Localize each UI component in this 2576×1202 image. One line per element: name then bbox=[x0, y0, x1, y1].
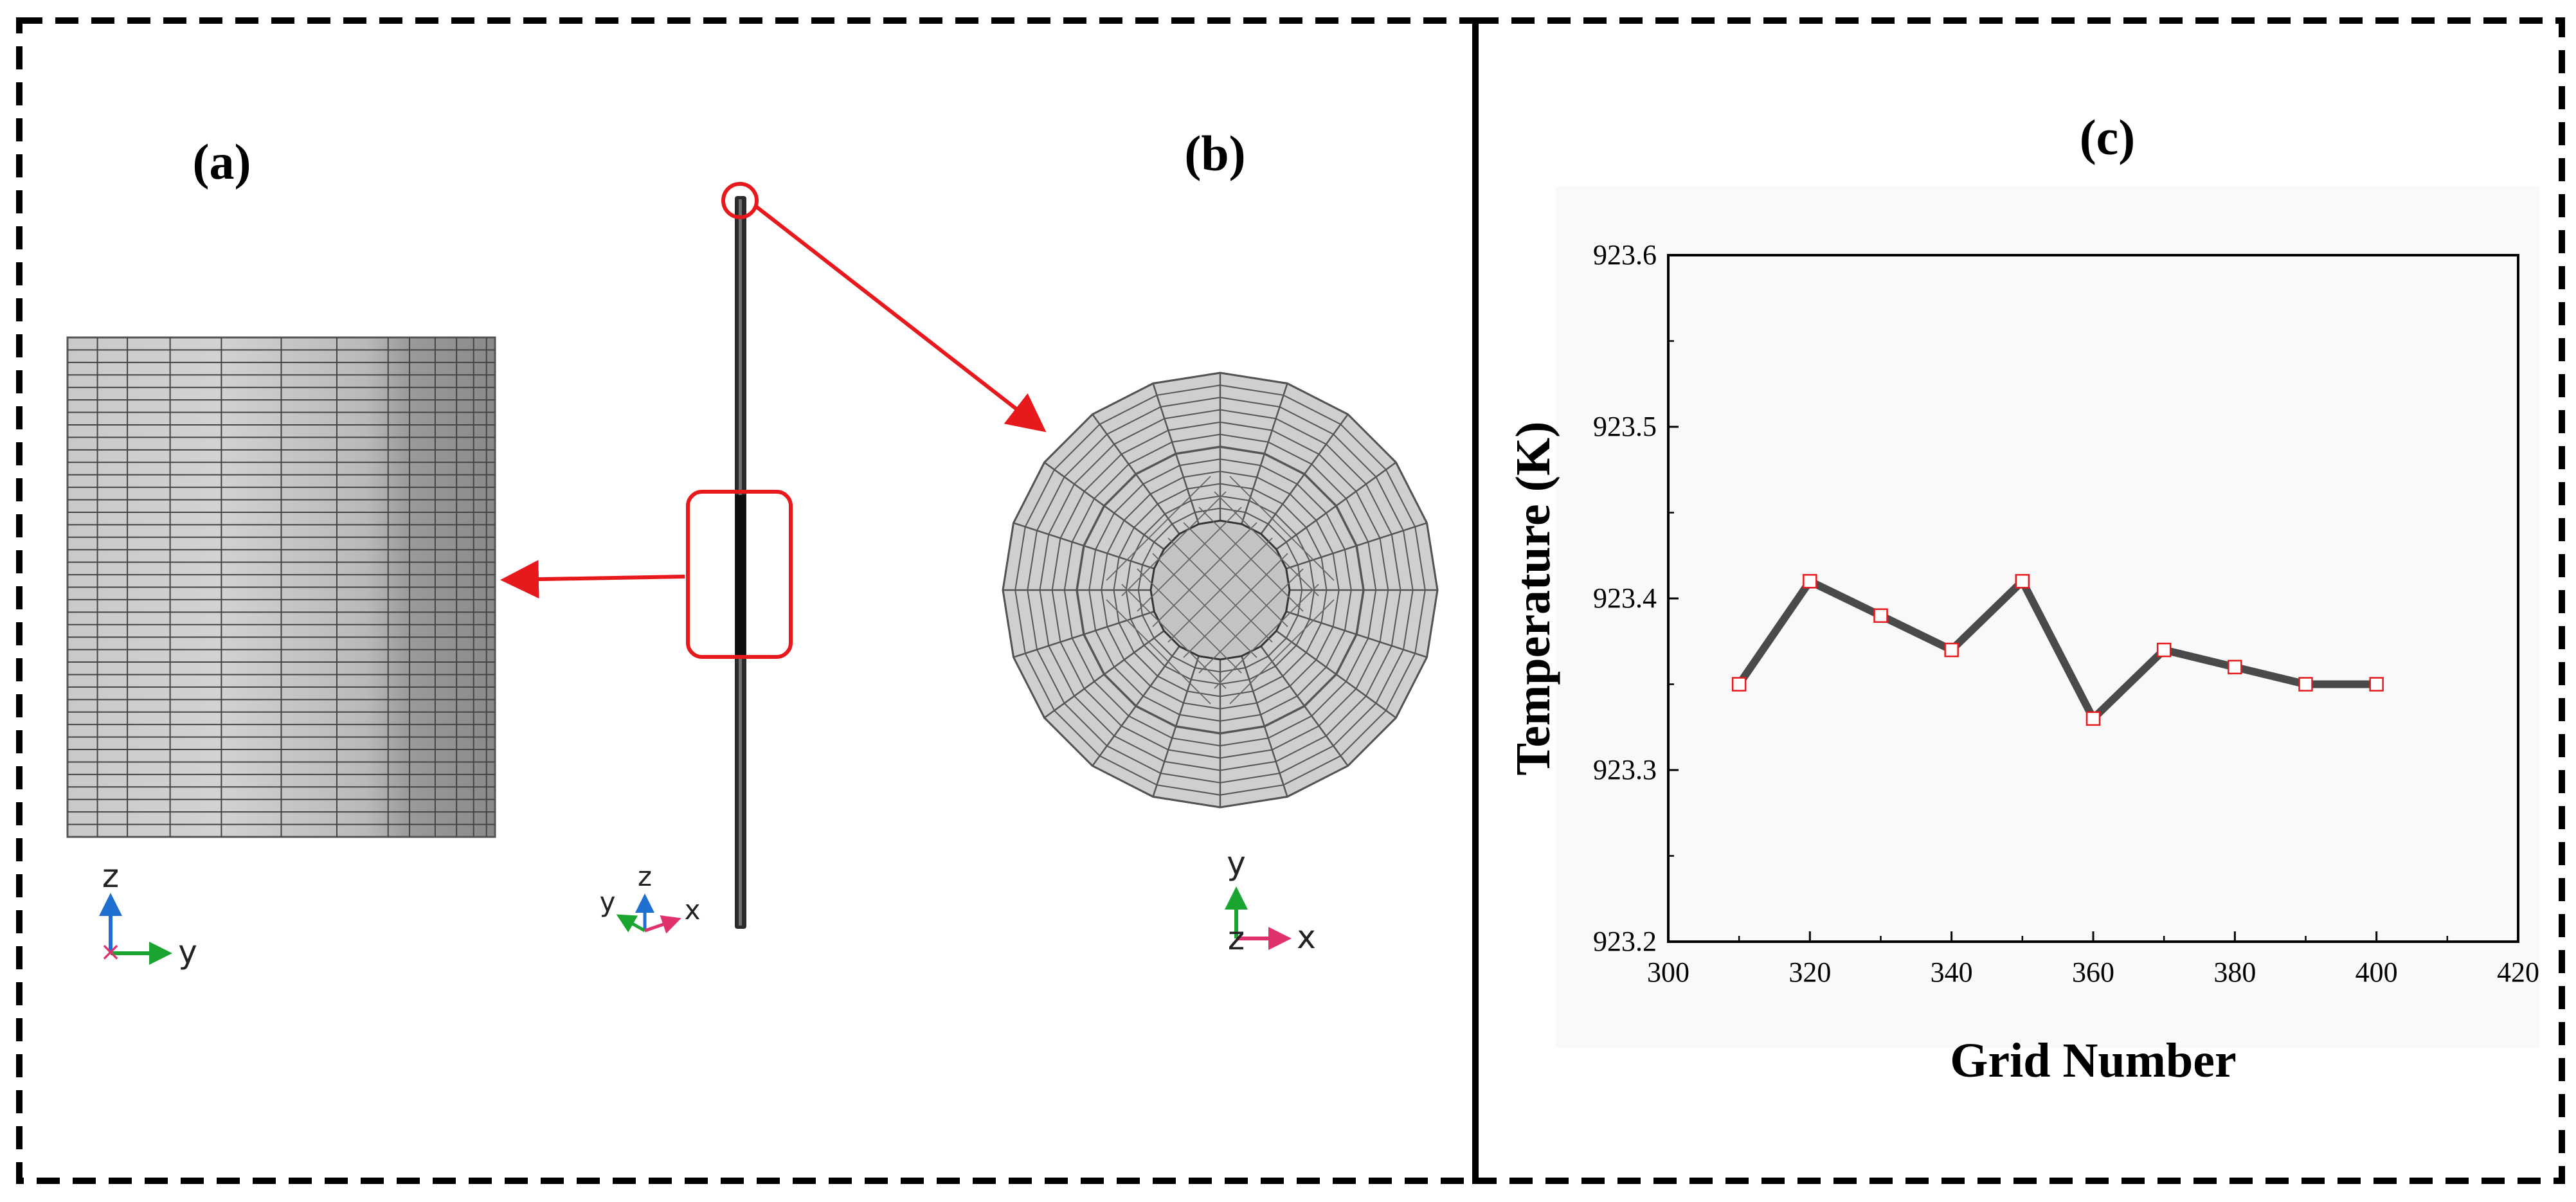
y-tick-label: 923.4 bbox=[1593, 582, 1657, 614]
x-tick-label: 340 bbox=[1931, 956, 1973, 988]
triad-top-x-label: x bbox=[1297, 919, 1316, 956]
left-frame bbox=[16, 17, 1479, 1184]
x-tick-label: 420 bbox=[2497, 956, 2539, 988]
panel-label-b: (b) bbox=[1184, 125, 1245, 181]
series-layer bbox=[1731, 574, 2384, 726]
data-point-marker bbox=[1731, 677, 1747, 692]
axis-triad-top: y x z bbox=[1225, 845, 1316, 957]
chart-background bbox=[1556, 186, 2539, 1048]
x-axis-ticks: 300 320 340 360 380 400 420 bbox=[1647, 931, 2539, 988]
data-point-marker bbox=[1803, 574, 1817, 589]
data-point-marker bbox=[2298, 677, 2313, 692]
chart-panel: 923.2 923.3 923.4 923.5 923.6 300 320 340 360 38… bbox=[1506, 186, 2539, 1088]
triad-iso-x-label: x bbox=[685, 894, 701, 926]
y-tick-label: 923.5 bbox=[1593, 411, 1657, 442]
data-point-marker bbox=[2085, 711, 2101, 726]
data-point-marker bbox=[2015, 574, 2030, 589]
axis-triad-iso: z y x bbox=[600, 861, 701, 934]
x-tick-label: 360 bbox=[2072, 956, 2114, 988]
triad-side-z-label: z bbox=[102, 857, 119, 895]
data-point-marker bbox=[2369, 677, 2384, 692]
x-tick-label: 320 bbox=[1788, 956, 1831, 988]
y-axis-ticks: 923.2 923.3 923.4 923.5 923.6 bbox=[1593, 239, 1679, 957]
series-line bbox=[1736, 575, 2377, 725]
y-tick-label: 923.3 bbox=[1593, 754, 1657, 785]
data-point-marker bbox=[2156, 642, 2172, 658]
triad-iso-z-label: z bbox=[638, 861, 652, 892]
panel-label-a: (a) bbox=[193, 134, 251, 190]
side-mesh-view bbox=[66, 336, 496, 838]
triad-top-y-label: y bbox=[1227, 845, 1246, 882]
x-tick-label: 400 bbox=[2355, 956, 2398, 988]
rod-overview bbox=[735, 196, 746, 929]
callout-zoom-top bbox=[721, 182, 1047, 433]
triad-top-z-label: z bbox=[1228, 920, 1245, 957]
callout-zoom-section bbox=[500, 490, 793, 659]
data-point-marker bbox=[2228, 659, 2242, 675]
triad-iso-y-label: y bbox=[600, 886, 616, 918]
right-frame bbox=[1472, 17, 2565, 1184]
x-axis-title: Grid Number bbox=[1950, 1034, 2236, 1088]
data-point-marker bbox=[1944, 642, 1959, 658]
data-point-marker bbox=[1873, 608, 1888, 623]
y-tick-label: 923.6 bbox=[1593, 239, 1657, 271]
axis-triad-side: × z y x bbox=[99, 857, 197, 971]
svg-text:×: × bbox=[100, 937, 122, 967]
panel-label-c: (c) bbox=[2080, 109, 2136, 165]
x-tick-label: 380 bbox=[2213, 956, 2256, 988]
y-tick-label: 923.2 bbox=[1593, 926, 1657, 957]
triad-side-y-label: y bbox=[178, 933, 197, 971]
cross-section-mesh bbox=[1002, 372, 1439, 809]
x-tick-label: 300 bbox=[1647, 956, 1689, 988]
y-axis-title: Temperature (K) bbox=[1506, 422, 1560, 776]
